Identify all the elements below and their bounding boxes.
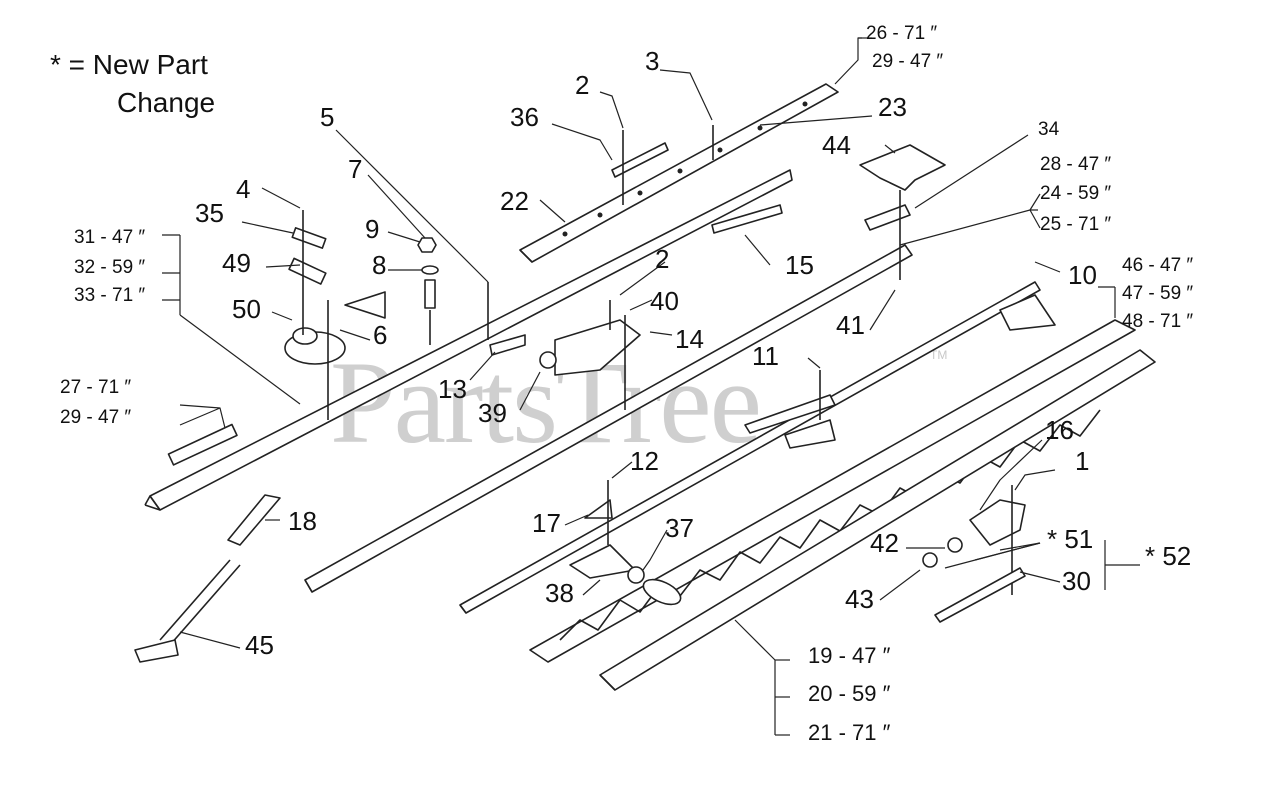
- callout-23: 23: [878, 92, 907, 122]
- callout-8: 8: [372, 250, 387, 280]
- callout-10: 10: [1068, 260, 1097, 290]
- callout-52: * 52: [1145, 541, 1192, 571]
- handle-assembly: [134, 494, 281, 663]
- pitman-assembly: [284, 210, 439, 420]
- callout-6: 6: [373, 320, 388, 350]
- upper-wear-bar: [519, 83, 839, 263]
- leader-lines: [162, 37, 1140, 736]
- hold-down-parts: [569, 480, 682, 606]
- callout-48: 48 - 71 ″: [1122, 311, 1194, 332]
- callout-26: 26 - 71 ″: [866, 23, 938, 44]
- callout-22: 22: [500, 186, 529, 216]
- knife-back-bar: [144, 169, 793, 511]
- callout-25: 25 - 71 ″: [1040, 214, 1112, 235]
- callout-49: 49: [222, 248, 251, 278]
- callout-24: 24 - 59 ″: [1040, 183, 1112, 204]
- callout-37: 37: [665, 513, 694, 543]
- callout-39: 39: [478, 398, 507, 428]
- legend: * = New Part Change: [50, 46, 215, 122]
- sickle-section-bar: [529, 319, 1136, 663]
- callout-9: 9: [365, 214, 380, 244]
- callout-19: 19 - 47 ″: [808, 643, 891, 668]
- callout-2b: 2: [655, 244, 670, 274]
- callout-1: 1: [1075, 446, 1090, 476]
- callout-35: 35: [195, 198, 224, 228]
- callout-41: 41: [836, 310, 865, 340]
- callout-15: 15: [785, 250, 814, 280]
- callout-11: 11: [752, 341, 779, 371]
- callout-27: 27 - 71 ″: [60, 377, 132, 398]
- callout-29a: 29 - 47 ″: [872, 51, 944, 72]
- callout-47: 47 - 59 ″: [1122, 283, 1194, 304]
- watermark-trademark: TM: [930, 348, 948, 362]
- callout-45: 45: [245, 630, 274, 660]
- callout-28: 28 - 47 ″: [1040, 154, 1112, 175]
- callout-4: 4: [236, 174, 251, 204]
- callout-20: 20 - 59 ″: [808, 681, 891, 706]
- callout-40: 40: [650, 286, 679, 316]
- callout-18: 18: [288, 506, 317, 536]
- spacer-plate: [167, 423, 238, 466]
- legend-line-1: * = New Part: [50, 49, 208, 80]
- callout-31: 31 - 47 ″: [74, 227, 146, 248]
- callout-29b: 29 - 47 ″: [60, 407, 132, 428]
- legend-line-2: Change: [117, 87, 216, 118]
- callout-33: 33 - 71 ″: [74, 285, 146, 306]
- bottom-angle-bar: [599, 349, 1156, 691]
- callout-32: 32 - 59 ″: [74, 257, 146, 278]
- knife-clips: [487, 125, 783, 410]
- lower-hold-bar: [459, 281, 1041, 614]
- slotted-guard-bar: [304, 244, 913, 593]
- knife-head-parts: [744, 370, 1026, 623]
- callout-2a: 2: [575, 70, 590, 100]
- callout-12: 12: [630, 446, 659, 476]
- callout-44: 44: [822, 130, 851, 160]
- callout-17: 17: [532, 508, 561, 538]
- callout-38: 38: [545, 578, 574, 608]
- callout-43: 43: [845, 584, 874, 614]
- callout-21: 21 - 71 ″: [808, 720, 891, 745]
- callout-51: * 51: [1047, 524, 1094, 554]
- callout-34: 34: [1038, 119, 1060, 140]
- callout-5: 5: [320, 102, 335, 132]
- callout-42: 42: [870, 528, 899, 558]
- callout-36: 36: [510, 102, 539, 132]
- callout-14: 14: [675, 324, 704, 354]
- callout-13: 13: [438, 374, 467, 404]
- callout-3: 3: [645, 46, 660, 76]
- rock-guard: [859, 144, 1056, 331]
- callout-50: 50: [232, 294, 261, 324]
- callout-46: 46 - 47 ″: [1122, 255, 1194, 276]
- callout-16: 16: [1045, 415, 1074, 445]
- callout-30: 30: [1062, 566, 1091, 596]
- callout-7: 7: [348, 154, 363, 184]
